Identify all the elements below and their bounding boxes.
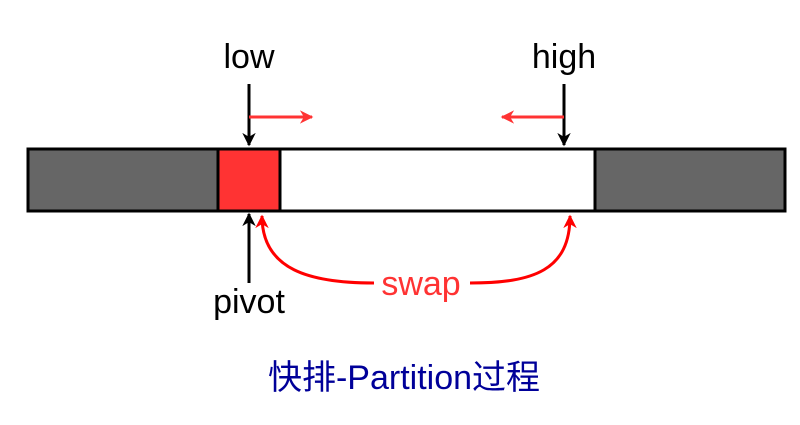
diagram-caption: 快排-Partition过程 xyxy=(268,359,540,397)
pivot-cell xyxy=(216,147,282,213)
pivot-label: pivot xyxy=(213,283,285,321)
low-label: low xyxy=(223,38,274,76)
right-processed-segment xyxy=(593,147,787,213)
swap-label: swap xyxy=(381,265,460,303)
left-processed-segment xyxy=(26,147,220,213)
swap-curve-left xyxy=(255,214,375,285)
high-label: high xyxy=(532,38,596,76)
active-range-segment xyxy=(278,147,597,213)
swap-curve-right xyxy=(469,214,577,285)
